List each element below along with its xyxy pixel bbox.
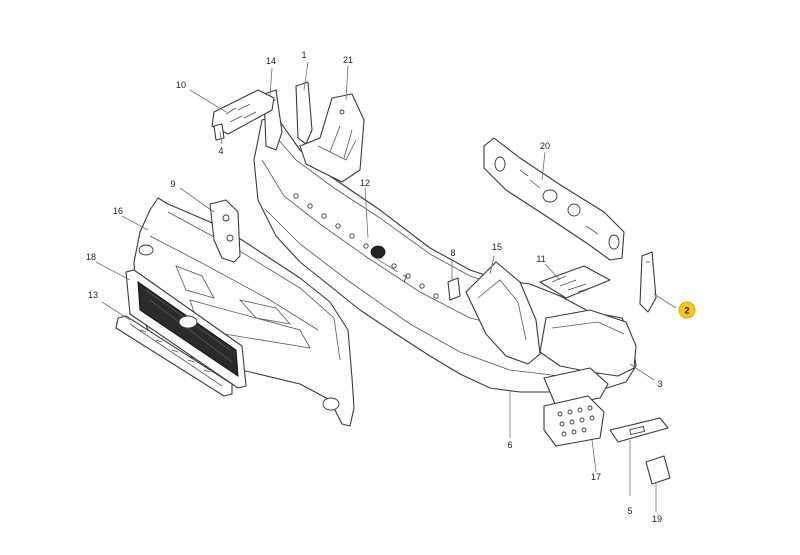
part-4-bracket[interactable] — [213, 123, 225, 141]
part-20-reinforcement-bar[interactable] — [483, 137, 625, 261]
part-2-side-bracket[interactable] — [639, 251, 657, 313]
callout-5[interactable]: 5 — [627, 506, 632, 516]
callout-17[interactable]: 17 — [591, 472, 601, 482]
callout-19[interactable]: 19 — [652, 514, 662, 524]
part-1-vertical-support[interactable] — [295, 81, 313, 145]
part-3-end-cap[interactable] — [539, 309, 637, 377]
part-17-step-assembly[interactable] — [543, 367, 609, 447]
callout-18[interactable]: 18 — [86, 252, 96, 262]
highlight-marker — [678, 301, 696, 319]
callout-11[interactable]: 11 — [536, 254, 545, 264]
part-8-clip[interactable] — [447, 277, 461, 301]
part-10-mounting-plate[interactable] — [211, 89, 275, 135]
bumper-dark-hole — [370, 245, 386, 259]
part-15-corner-panel[interactable] — [465, 261, 541, 365]
callout-15[interactable]: 15 — [492, 242, 502, 252]
callout-14[interactable]: 14 — [266, 56, 276, 66]
main-bumper-body[interactable] — [253, 115, 637, 393]
callout-6[interactable]: 6 — [507, 440, 512, 450]
part-9-bracket[interactable] — [209, 199, 241, 263]
callout-13[interactable]: 13 — [88, 290, 98, 300]
callout-4[interactable]: 4 — [218, 146, 223, 156]
callout-2-highlighted[interactable]: 2 — [678, 301, 696, 319]
callout-9[interactable]: 9 — [170, 179, 175, 189]
callout-1[interactable]: 1 — [301, 50, 306, 60]
part-5-plate[interactable] — [609, 417, 669, 443]
part-19-cover[interactable] — [645, 455, 671, 485]
callout-8[interactable]: 8 — [450, 248, 455, 258]
callout-10[interactable]: 10 — [176, 80, 186, 90]
part-21-mount-bracket[interactable] — [299, 93, 365, 183]
callout-2: 2 — [684, 306, 689, 316]
callout-labels: 1 2 3 4 5 6 7 8 9 10 11 12 13 14 15 16 1… — [86, 50, 696, 524]
step-tread-holes — [557, 405, 595, 437]
callout-7[interactable]: 7 — [402, 274, 407, 284]
callout-20[interactable]: 20 — [540, 141, 550, 151]
callout-21[interactable]: 21 — [343, 55, 353, 65]
callout-12[interactable]: 12 — [360, 178, 370, 188]
part-13-lower-grille[interactable] — [115, 315, 233, 397]
callout-3[interactable]: 3 — [657, 379, 662, 389]
leader-lines — [95, 61, 677, 512]
callout-16[interactable]: 16 — [113, 206, 123, 216]
part-18-grille-mesh[interactable] — [125, 269, 247, 389]
